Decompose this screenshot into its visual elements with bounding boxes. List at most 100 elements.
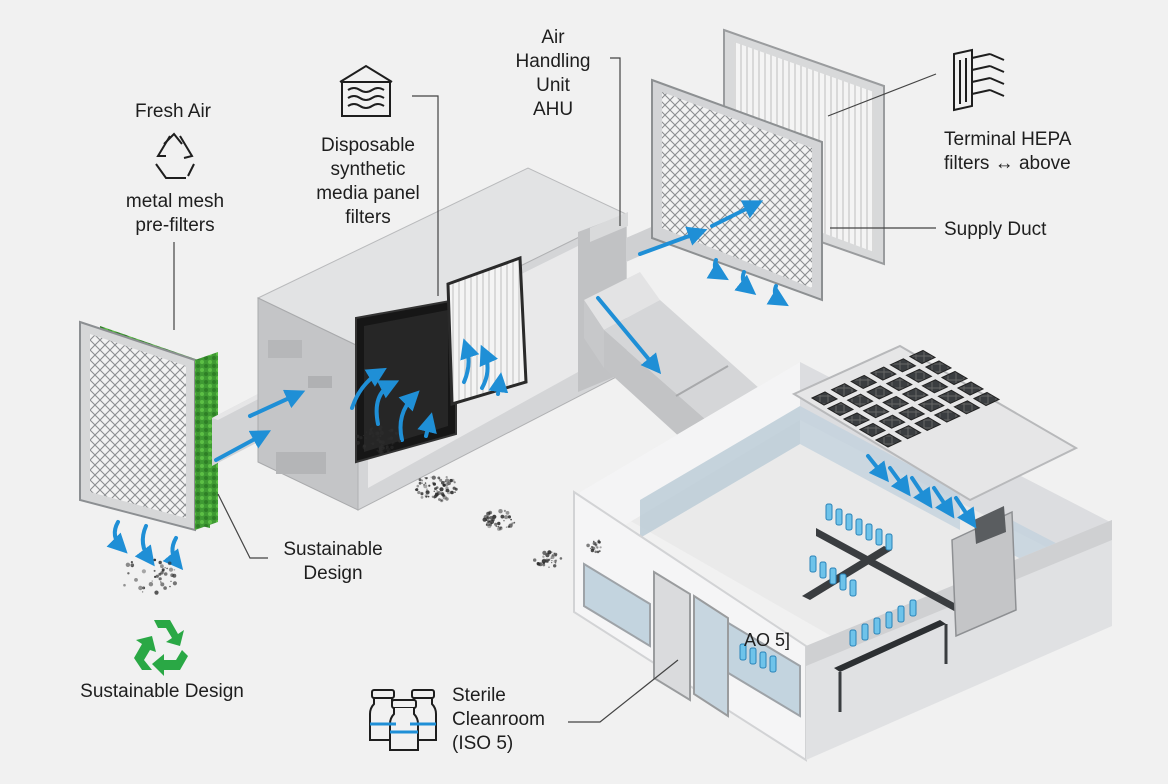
dust-particle — [371, 442, 375, 445]
airflow-arrow — [374, 380, 400, 426]
dust-particle — [492, 514, 497, 519]
ceiling-hepa-cell — [940, 370, 969, 386]
dust-particle — [160, 582, 165, 587]
ceiling-hepa-cell — [862, 404, 890, 419]
ceiling-hepa-cell — [830, 383, 858, 398]
dust-particle — [433, 490, 436, 493]
dust-particle — [160, 581, 162, 583]
ceiling-hepa-cell — [894, 425, 922, 440]
ceiling-hepa-cell — [908, 349, 937, 365]
vial — [839, 573, 847, 591]
dust-particle — [426, 488, 428, 491]
dust-particle — [365, 431, 368, 433]
airflow-arrow — [214, 430, 272, 462]
dust-particle — [417, 490, 421, 495]
ceiling-hepa-cell — [842, 412, 871, 427]
vial — [849, 629, 857, 647]
leader-lines — [173, 57, 937, 723]
dust-particle — [387, 450, 389, 453]
vial — [861, 623, 869, 641]
dust-particle — [454, 491, 456, 494]
airflow-arrow — [162, 536, 184, 571]
dust-particle — [548, 566, 550, 568]
airflow-arrow — [866, 454, 889, 483]
airflow-arrow — [910, 476, 933, 509]
dust-particle — [396, 435, 398, 437]
ceiling-hepa-cell — [869, 366, 897, 381]
dust-particle — [370, 442, 373, 445]
dust-particle — [385, 445, 389, 449]
dust-particle — [426, 477, 428, 479]
dust-particle — [554, 562, 557, 564]
dust-particle — [510, 518, 512, 521]
airflow-arrow — [888, 466, 911, 497]
ceiling-hepa-cell — [937, 389, 965, 404]
dust-particle — [131, 566, 133, 568]
vial — [759, 651, 767, 669]
dust-particle — [154, 590, 159, 595]
airflow-arrow — [488, 372, 509, 396]
dust-particle — [158, 572, 162, 576]
dust-particle — [597, 540, 601, 544]
dust-particle — [170, 580, 172, 582]
dust-particle — [420, 491, 424, 496]
ceiling-hepa-cell — [878, 414, 906, 429]
filter-house-icon — [339, 64, 393, 117]
dust-particle — [596, 550, 600, 554]
airflow-arrow — [766, 284, 789, 307]
dust-particle — [545, 559, 549, 564]
airflow-arrow — [932, 486, 955, 519]
dust-particle — [160, 564, 164, 569]
dust-particle — [143, 587, 146, 589]
dust-particle — [148, 582, 154, 587]
dust-particle — [447, 481, 451, 486]
dust-particle — [591, 546, 596, 551]
dust-particle — [485, 524, 488, 526]
vial — [825, 503, 833, 521]
supply-duct-label: Supply Duct — [944, 219, 1047, 240]
dust-particle — [377, 439, 379, 441]
ceiling-hepa-cell — [972, 391, 1001, 407]
dust-particle — [554, 559, 558, 562]
sterile-cleanroom-label: Sterile Cleanroom (ISO 5) — [452, 685, 545, 754]
vial — [885, 611, 893, 629]
ceiling-hepa-cell — [874, 433, 903, 448]
dust-particle — [371, 434, 375, 438]
dust-particle — [431, 481, 435, 485]
vial — [739, 643, 747, 661]
dust-particle — [542, 563, 546, 567]
dust-particle — [550, 551, 553, 554]
dust-particle — [377, 437, 381, 441]
ceiling-hepa-cell — [882, 395, 910, 410]
dust-particle — [421, 479, 424, 482]
dust-particle — [538, 562, 543, 567]
airflow-arrow — [106, 520, 128, 554]
dust-particle — [172, 581, 177, 586]
dust-particle — [376, 449, 379, 452]
dust-particle — [449, 478, 453, 483]
dust-particle — [416, 484, 420, 488]
dust-particle — [414, 489, 417, 491]
terminal-hepa-filters — [651, 28, 885, 302]
vial — [897, 605, 905, 623]
ceiling-hepa-cell — [858, 422, 887, 438]
filling-line — [739, 503, 1017, 712]
dust-particle — [420, 496, 424, 499]
dust-particle — [596, 546, 599, 549]
dust-particle — [497, 525, 499, 528]
ceiling-hepa-cell — [953, 400, 981, 415]
dust-particle — [590, 548, 595, 553]
airflow-arrow — [734, 270, 757, 296]
dust-particle — [391, 443, 394, 445]
ceiling-hepa-cell — [898, 406, 926, 421]
dust-particle — [130, 563, 135, 567]
dust-particle — [436, 490, 438, 492]
ceiling-hepa-cell — [905, 368, 933, 383]
dust-particle — [508, 523, 513, 528]
disposable-filters-label: Disposable synthetic media panel filters — [316, 135, 420, 228]
dust-particle — [445, 490, 447, 492]
vial — [749, 647, 757, 665]
dust-particle — [498, 509, 503, 514]
dust-particle — [123, 583, 126, 587]
dust-particle — [359, 436, 363, 440]
